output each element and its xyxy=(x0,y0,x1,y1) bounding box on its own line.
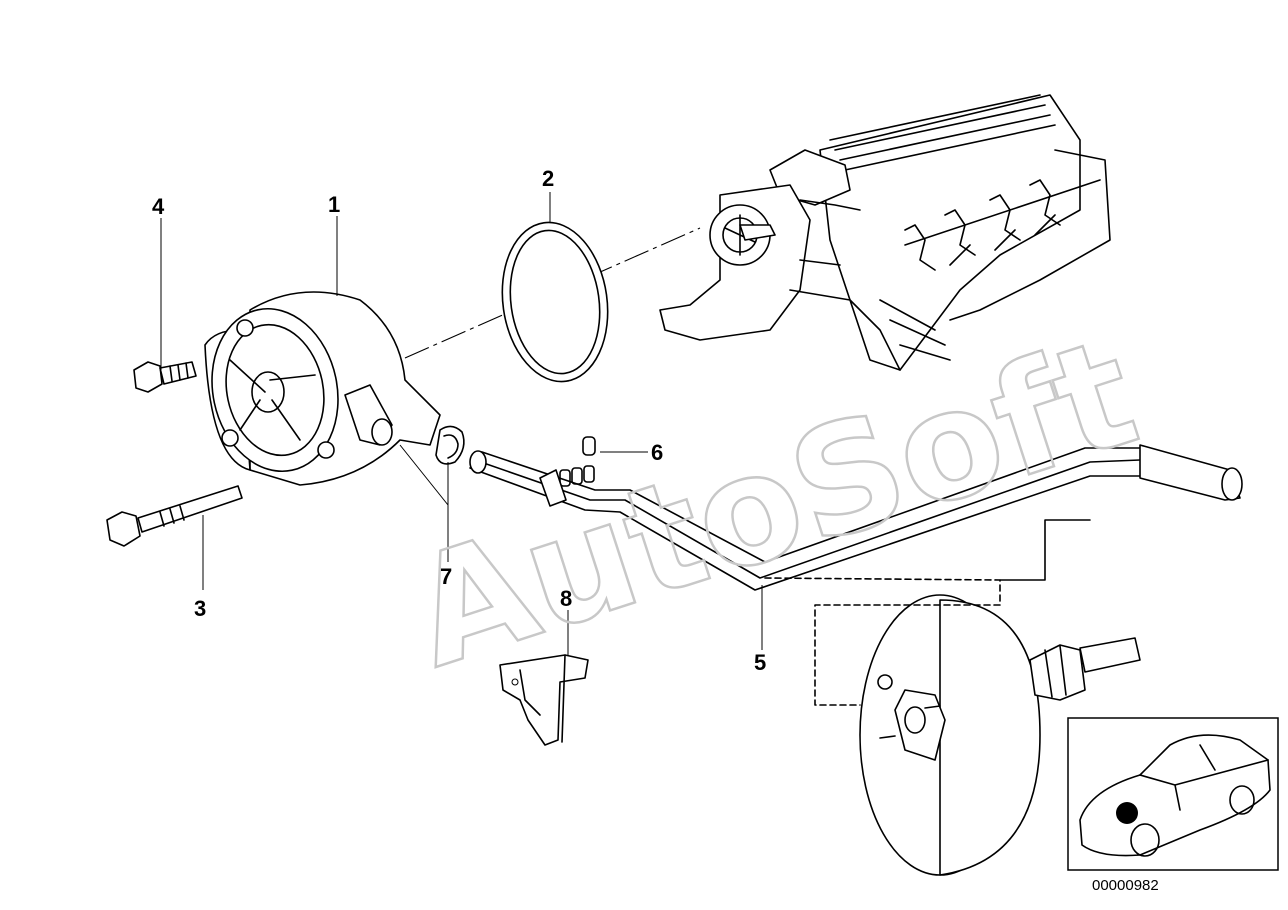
engine-block xyxy=(659,94,1111,371)
seal-ring-2 xyxy=(501,221,609,383)
callout-5: 5 xyxy=(754,650,766,675)
watermark: AutoSoft xyxy=(392,306,1155,702)
assembly-boundary xyxy=(764,577,1001,706)
leader-lines xyxy=(160,192,763,655)
flange-bolt-4 xyxy=(133,361,197,393)
hose-clamp-7 xyxy=(435,425,465,465)
vacuum-hose-5 xyxy=(469,444,1243,591)
callout-7: 7 xyxy=(440,564,452,589)
callout-2: 2 xyxy=(542,166,554,191)
callout-8: 8 xyxy=(560,586,572,611)
vacuum-pump-1 xyxy=(204,291,441,486)
callout-4: 4 xyxy=(152,194,165,219)
brake-booster xyxy=(859,594,1141,876)
callout-1: 1 xyxy=(328,192,340,217)
location-marker-dot xyxy=(1116,802,1138,824)
location-inset xyxy=(1067,717,1279,871)
callout-6: 6 xyxy=(651,440,663,465)
plugs-6 xyxy=(559,436,596,487)
diagram-code: 00000982 xyxy=(1092,877,1159,894)
assembly-step xyxy=(999,519,1091,581)
callout-3: 3 xyxy=(194,596,206,621)
bracket-8 xyxy=(499,654,589,746)
long-bolt-3 xyxy=(106,485,243,547)
